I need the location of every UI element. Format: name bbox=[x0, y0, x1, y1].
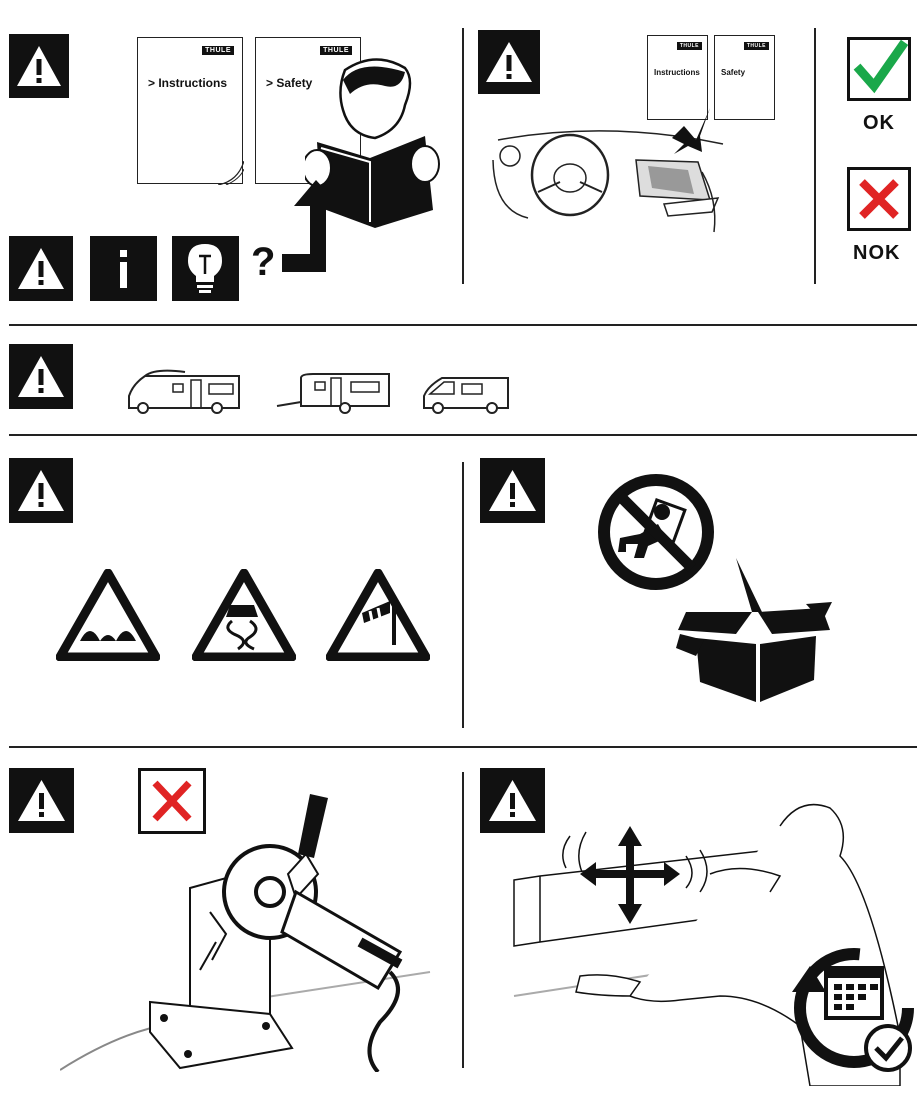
brand-logo: THULE bbox=[743, 42, 769, 50]
arrow-up-icon bbox=[282, 180, 340, 272]
section-divider bbox=[9, 746, 917, 748]
checkmark-icon bbox=[853, 39, 909, 94]
ok-box bbox=[847, 37, 911, 101]
warning-icon bbox=[478, 30, 540, 94]
nok-box bbox=[847, 167, 911, 231]
instructions-document: THULE > Instructions bbox=[137, 37, 244, 185]
caravan-icon bbox=[276, 373, 390, 414]
crosswind-sign-icon bbox=[326, 569, 430, 661]
section-divider bbox=[9, 324, 917, 326]
inspect-awning-illustration-icon bbox=[513, 803, 914, 1086]
warning-icon bbox=[9, 344, 73, 409]
safety-title: > Safety bbox=[266, 76, 313, 90]
divider bbox=[814, 28, 816, 284]
brand-logo: THULE bbox=[676, 42, 702, 50]
divider bbox=[462, 28, 464, 284]
brand-logo: THULE bbox=[320, 46, 352, 55]
warning-icon bbox=[9, 236, 73, 301]
safety-document-small: THULE Safety bbox=[714, 35, 775, 120]
warning-icon bbox=[480, 458, 545, 523]
slippery-road-sign-icon bbox=[192, 569, 296, 661]
cross-icon bbox=[859, 179, 899, 219]
divider bbox=[462, 772, 464, 1068]
instructions-document-small: THULE Instructions bbox=[647, 35, 708, 120]
info-icon bbox=[90, 236, 157, 301]
warning-icon bbox=[9, 34, 69, 98]
question-mark: ? bbox=[251, 240, 276, 284]
no-children-icon bbox=[598, 474, 714, 590]
van-icon bbox=[423, 377, 509, 414]
lightbulb-icon bbox=[172, 236, 239, 301]
box-icon bbox=[676, 558, 832, 702]
instructions-title: > Instructions bbox=[148, 76, 228, 90]
safety-title: Safety bbox=[721, 68, 746, 77]
cross-icon bbox=[152, 780, 192, 822]
instructions-title: Instructions bbox=[654, 68, 700, 77]
warning-icon bbox=[9, 458, 73, 523]
uneven-road-sign-icon bbox=[56, 569, 160, 661]
section-divider bbox=[9, 434, 917, 436]
brand-logo: THULE bbox=[202, 46, 234, 55]
glovebox-illustration-icon bbox=[492, 108, 724, 233]
motorhome-icon bbox=[128, 369, 240, 414]
nok-label: NOK bbox=[853, 242, 901, 264]
ok-label: OK bbox=[863, 112, 895, 134]
warning-icon bbox=[480, 768, 545, 833]
nok-box bbox=[138, 768, 206, 834]
reading-person-icon bbox=[305, 58, 440, 228]
divider bbox=[462, 462, 464, 728]
warning-icon bbox=[9, 768, 74, 833]
angle-grinder-icon bbox=[60, 794, 431, 1072]
